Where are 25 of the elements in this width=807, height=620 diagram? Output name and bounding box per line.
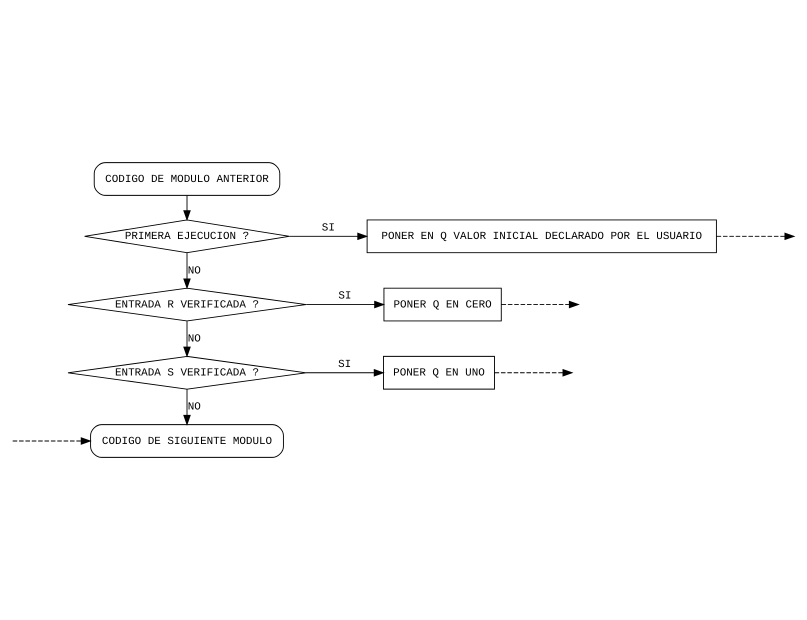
arrow <box>716 232 796 240</box>
arrow <box>306 368 385 377</box>
edge-label: NO <box>188 333 201 346</box>
arrow <box>494 368 574 377</box>
node-box: PONER EN Q VALOR INICIAL DECLARADO POR EL USUARIO <box>366 219 717 254</box>
arrow <box>183 388 191 426</box>
edge-label: NO <box>188 402 201 414</box>
arrow <box>183 195 191 222</box>
node-box: PONER Q EN CERO <box>384 288 502 322</box>
arrow <box>183 252 191 290</box>
node-diamond: ENTRADA S VERIFICADA ? <box>68 356 306 390</box>
edge-label: SI <box>338 358 352 371</box>
arrow <box>501 300 580 308</box>
arrow <box>12 437 92 445</box>
node-diamond: ENTRADA R VERIFICADA ? <box>68 288 306 322</box>
arrow <box>306 300 386 308</box>
edge-label: SI <box>338 290 352 303</box>
node-diamond: PRIMERA EJECUCION ? <box>84 219 290 254</box>
node-box: CODIGO DE MODULO ANTERIOR <box>94 162 280 196</box>
arrow <box>183 320 191 358</box>
edge-label: NO <box>188 265 201 278</box>
node-box: CODIGO DE SIGUIENTE MODULO <box>90 424 284 458</box>
arrow <box>289 232 368 240</box>
edge-label: SI <box>322 222 335 234</box>
node-box: PONER Q EN UNO <box>383 356 495 390</box>
